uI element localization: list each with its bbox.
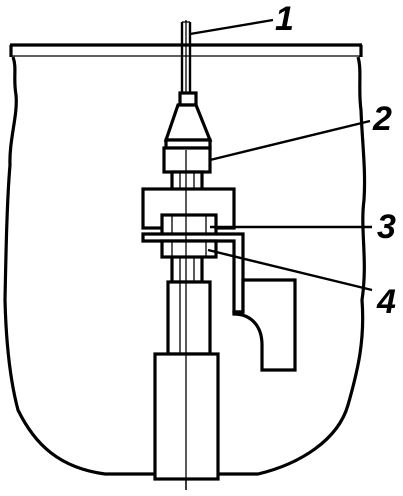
leader-lines [189, 18, 373, 292]
side-bracket [232, 278, 297, 372]
leader-line-2 [209, 119, 371, 162]
conical-head [162, 103, 213, 174]
callout-2: 2 [372, 100, 392, 138]
lower-nut [160, 239, 218, 259]
leader-line-4 [207, 248, 373, 292]
wire-collar [178, 91, 198, 107]
upper-nut [160, 213, 218, 237]
leader-line-1 [189, 18, 274, 36]
callout-4: 4 [376, 283, 396, 321]
mounting-block [141, 187, 236, 230]
callout-3: 3 [377, 208, 396, 246]
lower-shank [166, 280, 212, 356]
callout-1: 1 [275, 0, 294, 38]
